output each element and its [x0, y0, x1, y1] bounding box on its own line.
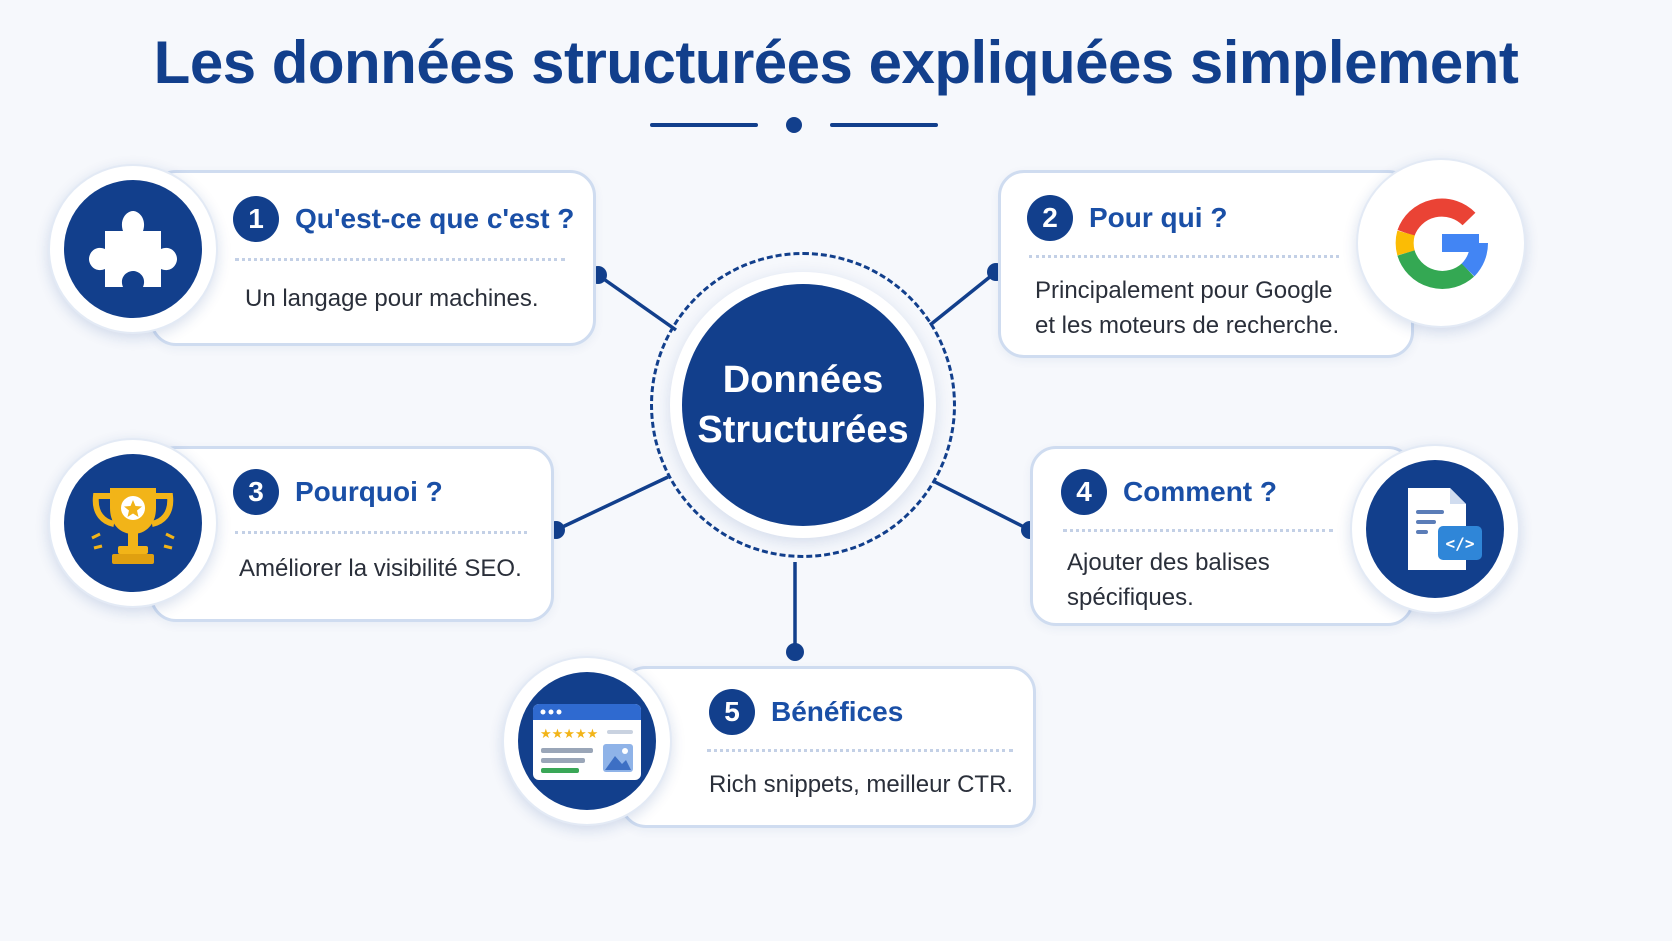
dotted-separator: [235, 531, 527, 534]
card-description-line: Rich snippets, meilleur CTR.: [709, 771, 1014, 798]
dotted-separator: [707, 749, 1013, 752]
step-number-badge: 4: [1061, 469, 1107, 515]
central-hub: Données Structurées: [682, 284, 924, 526]
card-title: Pour qui ?: [1089, 202, 1228, 233]
page-title: Les données structurées expliquées simpl…: [153, 29, 1519, 96]
card-why: 3 Pourquoi ? Améliorer la visibilité SEO…: [150, 446, 554, 622]
google-icon: [1372, 174, 1510, 312]
card-title: Comment ?: [1123, 476, 1277, 507]
card-what-is-it: 1 Qu'est-ce que c'est ? Un langage pour …: [150, 170, 596, 346]
icon-badge: </>: [1350, 444, 1520, 614]
card-title: Bénéfices: [771, 696, 904, 727]
card-title: Pourquoi ?: [295, 476, 443, 507]
hub-label-line2: Structurées: [697, 409, 909, 451]
icon-badge: [1356, 158, 1526, 328]
icon-badge: ★★★★★: [502, 656, 672, 826]
card-description-line: Ajouter des balises: [1067, 549, 1270, 576]
trophy-icon: [64, 454, 202, 592]
card-description: Rich snippets, meilleur CTR.: [709, 767, 1013, 802]
dotted-separator: [1029, 255, 1339, 258]
card-title: Qu'est-ce que c'est ?: [295, 203, 575, 234]
card-description: Principalement pour Google et les moteur…: [1035, 273, 1339, 343]
card-description-line: Un langage pour machines.: [245, 285, 539, 312]
hub-label-line1: Données: [722, 359, 884, 401]
card-benefits: 5 Bénéfices Rich snippets, meilleur CTR.: [620, 666, 1036, 828]
card-description-line: spécifiques.: [1067, 584, 1194, 611]
step-number-badge: 3: [233, 469, 279, 515]
card-description: Ajouter des balises spécifiques.: [1067, 545, 1270, 615]
hub-dashed-ring: [650, 252, 956, 558]
rich-snippet-icon: ★★★★★: [518, 672, 656, 810]
card-for-whom: 2 Pour qui ? Principalement pour Google …: [998, 170, 1414, 358]
card-description-line: et les moteurs de recherche.: [1035, 312, 1340, 339]
card-description-line: Principalement pour Google: [1035, 277, 1333, 304]
step-number-badge: 5: [709, 689, 755, 735]
title-divider: [650, 117, 938, 133]
card-description: Un langage pour machines.: [245, 281, 539, 316]
icon-badge: [48, 164, 218, 334]
card-description-line: Améliorer la visibilité SEO.: [239, 555, 522, 582]
icon-badge: [48, 438, 218, 608]
step-number-badge: 1: [233, 196, 279, 242]
svg-text:★★★★★: ★★★★★: [540, 727, 598, 742]
puzzle-icon: [64, 180, 202, 318]
svg-text:</>: </>: [1446, 534, 1475, 553]
step-number-badge: 2: [1027, 195, 1073, 241]
dotted-separator: [235, 258, 565, 261]
code-document-icon: </>: [1366, 460, 1504, 598]
card-description: Améliorer la visibilité SEO.: [239, 551, 522, 586]
dotted-separator: [1063, 529, 1333, 532]
